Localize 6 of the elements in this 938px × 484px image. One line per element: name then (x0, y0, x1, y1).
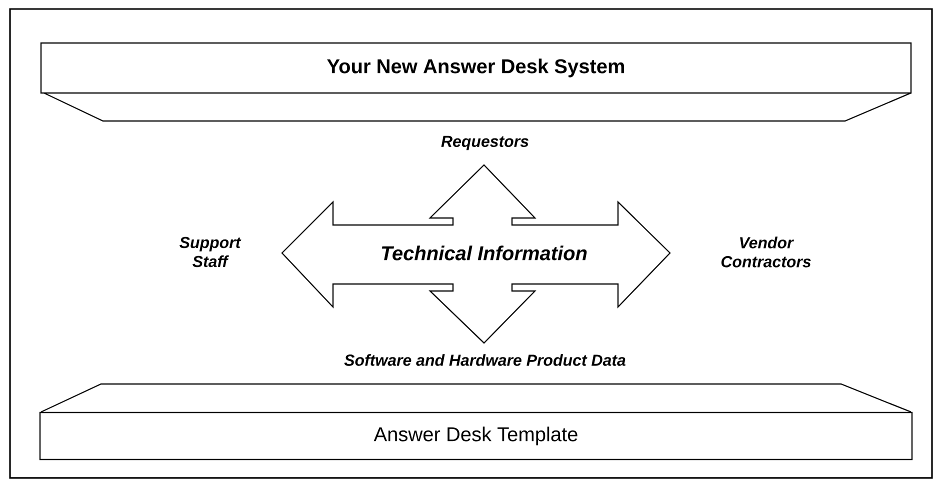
text-label: Software and Hardware Product Data (344, 354, 626, 366)
platform-box: Answer Desk Template (39, 383, 913, 460)
text-label: Vendor Contractors (721, 236, 811, 268)
text-label: Support Staff (180, 236, 242, 268)
platform-box: Your New Answer Desk System (40, 42, 912, 122)
text-label: Requestors (441, 136, 528, 150)
